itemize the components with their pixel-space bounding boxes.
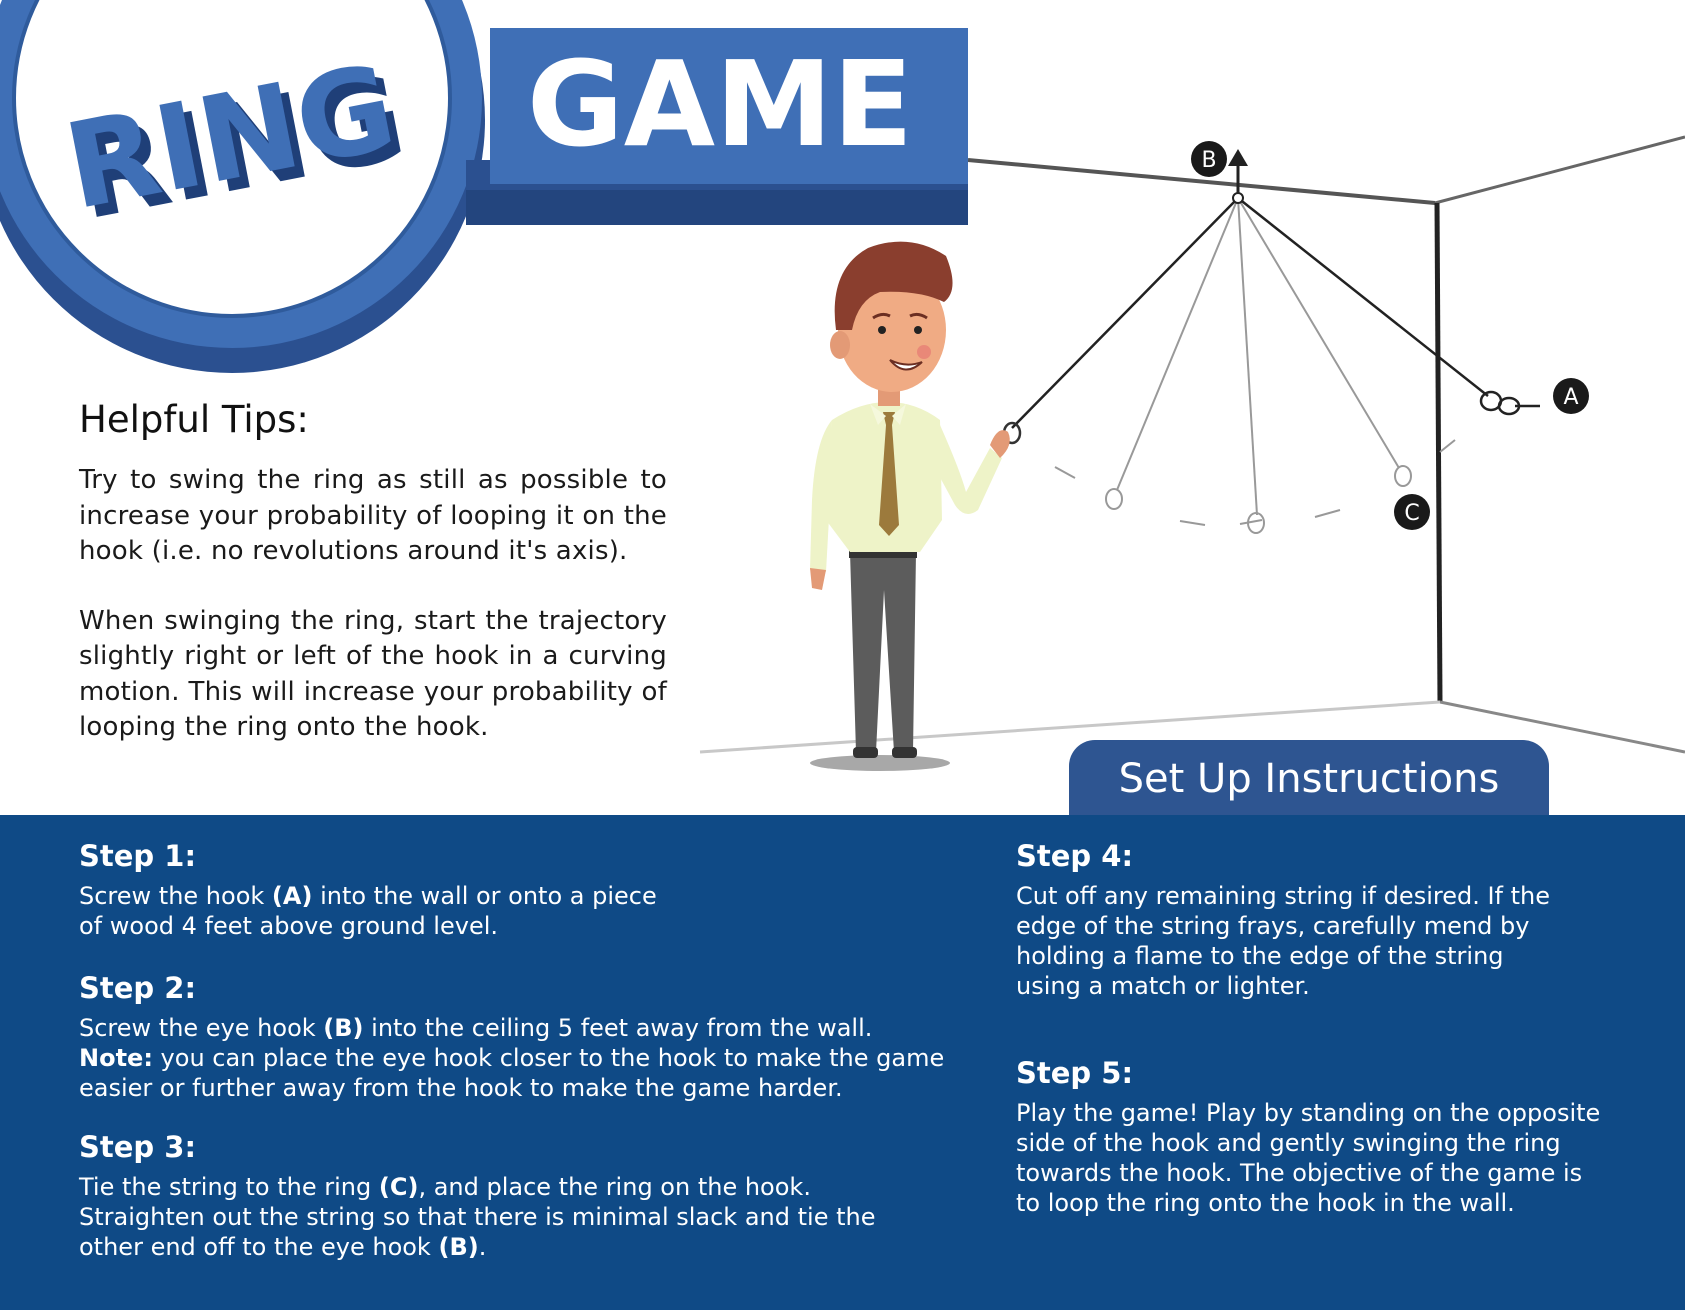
- wall-hook: [1479, 390, 1540, 416]
- step-text: , and place the ring on the hook.: [418, 1173, 811, 1201]
- step-text: into the wall or onto a piece: [312, 882, 657, 910]
- step-text: Screw the hook: [79, 882, 272, 910]
- step-5: Step 5: Play the game! Play by standing …: [1016, 1056, 1600, 1218]
- step-body: Tie the string to the ring (C), and plac…: [79, 1172, 875, 1262]
- step-text: edge of the string frays, carefully mend…: [1016, 912, 1530, 940]
- step-3: Step 3: Tie the string to the ring (C), …: [79, 1130, 875, 1262]
- step-text: Cut off any remaining string if desired.…: [1016, 882, 1550, 910]
- step-4: Step 4: Cut off any remaining string if …: [1016, 839, 1550, 1001]
- steps-panel: Step 1: Screw the hook (A) into the wall…: [0, 815, 1685, 1310]
- step-text: Screw the eye hook: [79, 1014, 324, 1042]
- label-a-badge: A: [1553, 378, 1589, 414]
- strings: [1011, 197, 1489, 516]
- step-body: Cut off any remaining string if desired.…: [1016, 881, 1550, 1001]
- step-text: into the ceiling 5 feet away from the wa…: [363, 1014, 873, 1042]
- step-text: using a match or lighter.: [1016, 972, 1310, 1000]
- label-c: C: [1404, 501, 1419, 526]
- step-text: to loop the ring onto the hook in the wa…: [1016, 1189, 1515, 1217]
- tip-paragraph: When swinging the ring, start the trajec…: [79, 605, 667, 743]
- man-illustration: [810, 241, 1010, 771]
- step-title: Step 3:: [79, 1130, 197, 1164]
- step-text: side of the hook and gently swinging the…: [1016, 1129, 1561, 1157]
- step-text: Straighten out the string so that there …: [79, 1203, 876, 1231]
- ring-logo: [0, 0, 485, 373]
- step-title: Step 2:: [79, 971, 197, 1005]
- step-emphasis: Note:: [79, 1044, 153, 1072]
- step-text: Tie the string to the ring: [79, 1173, 379, 1201]
- step-text: towards the hook. The objective of the g…: [1016, 1159, 1583, 1187]
- swing-arc: [1054, 439, 1456, 526]
- label-b-badge: B: [1191, 141, 1227, 177]
- step-title: Step 5:: [1016, 1056, 1134, 1090]
- label-a: A: [1563, 385, 1578, 410]
- label-b: B: [1201, 148, 1216, 173]
- step-text: you can place the eye hook closer to the…: [152, 1044, 945, 1072]
- game-word: GAME: [527, 35, 913, 173]
- step-text: other end off to the eye hook: [79, 1233, 439, 1261]
- step-body: Screw the hook (A) into the wall or onto…: [79, 881, 657, 941]
- step-title: Step 1:: [79, 839, 197, 873]
- step-1: Step 1: Screw the hook (A) into the wall…: [79, 839, 657, 941]
- rings: [1002, 421, 1412, 534]
- tip-paragraph: Try to swing the ring as still as possib…: [79, 465, 667, 566]
- step-text: .: [478, 1233, 487, 1261]
- eye-hook: [1228, 149, 1248, 204]
- room-outline: [699, 135, 1685, 754]
- step-text: Play the game! Play by standing on the o…: [1016, 1099, 1601, 1127]
- step-body: Play the game! Play by standing on the o…: [1016, 1098, 1600, 1218]
- step-text: holding a flame to the edge of the strin…: [1016, 942, 1504, 970]
- step-text: of wood 4 feet above ground level.: [79, 912, 499, 940]
- step-emphasis: (B): [438, 1233, 479, 1261]
- helpful-tips: Helpful Tips: Try to swing the ring as s…: [79, 398, 667, 780]
- tips-heading: Helpful Tips:: [79, 398, 309, 441]
- label-c-badge: C: [1394, 494, 1430, 530]
- step-text: easier or further away from the hook to …: [79, 1074, 843, 1102]
- step-title: Step 4:: [1016, 839, 1134, 873]
- step-emphasis: (A): [271, 882, 313, 910]
- step-emphasis: (B): [323, 1014, 364, 1042]
- game-banner: [466, 28, 968, 225]
- step-body: Screw the eye hook (B) into the ceiling …: [79, 1013, 944, 1103]
- step-emphasis: (C): [378, 1173, 419, 1201]
- setup-instructions-tab: Set Up Instructions: [1069, 740, 1549, 818]
- step-2: Step 2: Screw the eye hook (B) into the …: [79, 971, 944, 1103]
